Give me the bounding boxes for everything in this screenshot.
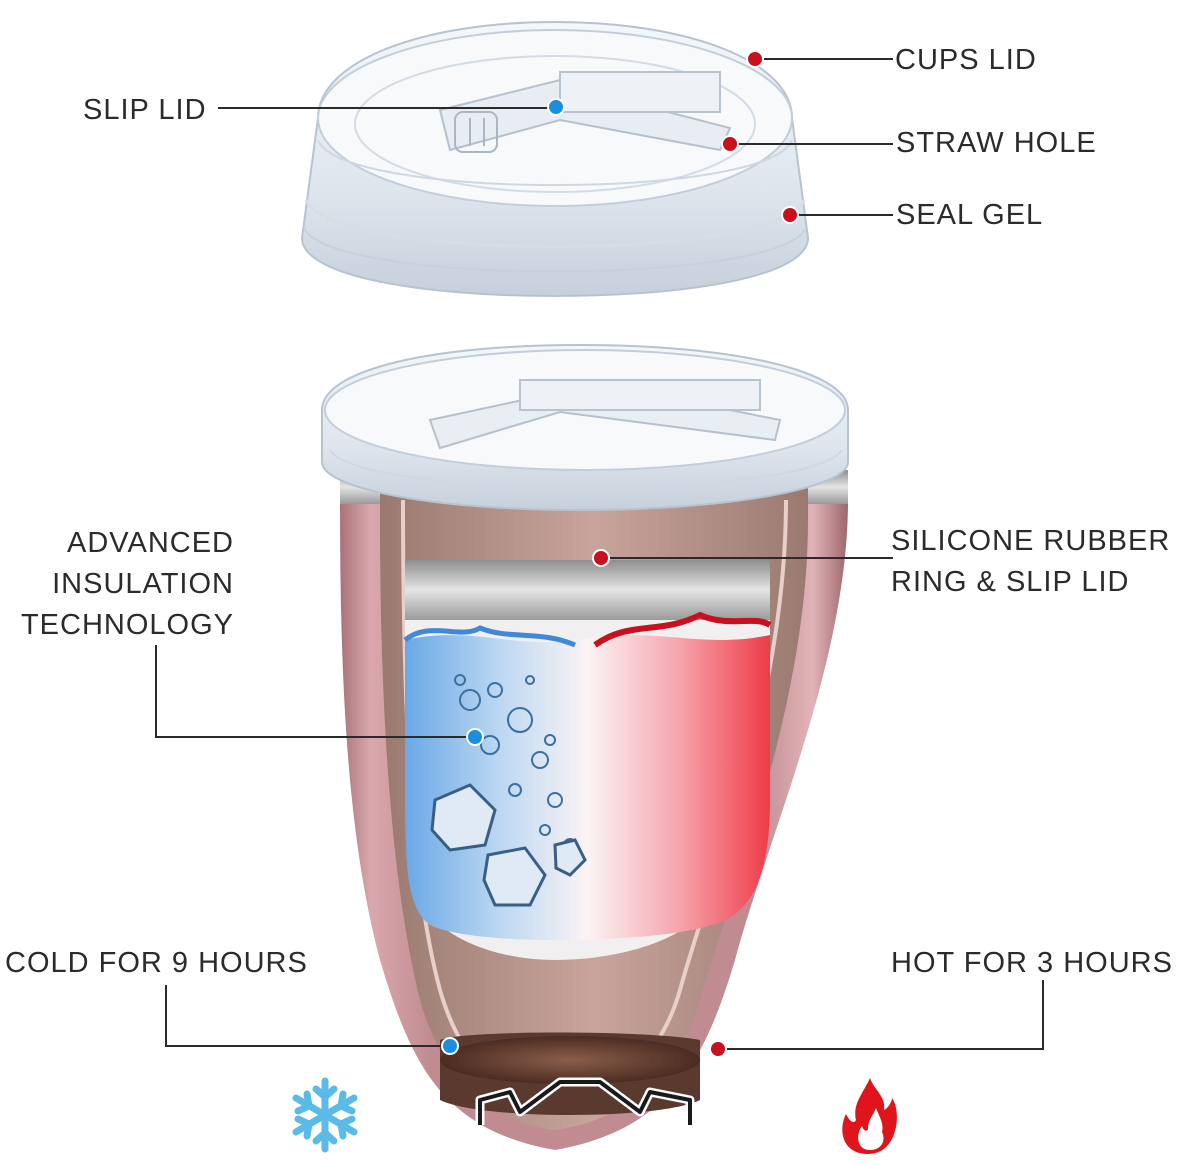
label-silicone-line1: SILICONE RUBBER (891, 525, 1171, 557)
leader-insulation (155, 645, 473, 738)
label-hot-for: HOT FOR 3 HOURS (891, 947, 1173, 979)
label-slip-lid: SLIP LID (83, 94, 207, 126)
markers (441, 50, 799, 1058)
marker-cold (441, 1037, 459, 1055)
mounted-lid (321, 343, 849, 512)
leader-hot (718, 980, 1044, 1050)
label-straw-hole: STRAW HOLE (896, 127, 1097, 159)
label-advanced-line1: ADVANCED (67, 527, 234, 559)
label-cold-for: COLD FOR 9 HOURS (5, 947, 308, 979)
marker-slip-lid (547, 98, 565, 116)
leader-cold (165, 985, 450, 1047)
marker-silicone-ring (592, 549, 610, 567)
label-advanced-line3: TECHNOLOGY (20, 609, 234, 641)
label-seal-gel: SEAL GEL (896, 199, 1044, 231)
label-silicone-line2: RING & SLIP LID (891, 566, 1130, 598)
marker-hot (709, 1040, 727, 1058)
snowflake-icon (292, 1077, 358, 1153)
label-advanced-line2: INSULATION (52, 568, 234, 600)
marker-seal-gel (781, 206, 799, 224)
marker-insulation (466, 728, 484, 746)
label-cups-lid: CUPS LID (895, 44, 1037, 76)
marker-cups-lid (746, 50, 764, 68)
detached-lid (300, 20, 810, 298)
marker-straw-hole (721, 135, 739, 153)
flame-icon (842, 1078, 897, 1154)
leader-lines (155, 58, 1044, 1050)
